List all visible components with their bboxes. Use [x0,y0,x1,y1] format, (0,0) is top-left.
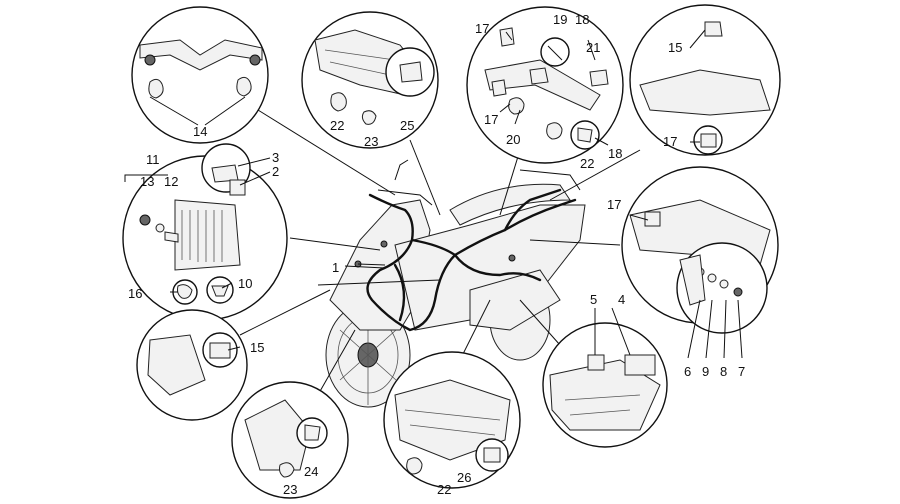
callout-22-mid: 22 [580,156,594,171]
callout-18-bottom: 18 [608,146,622,161]
callout-26: 26 [457,470,471,485]
callout-15-top: 15 [668,40,682,55]
callout-10: 10 [238,276,252,291]
leader-lines [239,109,641,401]
detail-bottom-left-clips [231,381,349,499]
detail-clips-group [466,6,624,164]
callout-7: 7 [738,364,745,379]
detail-bottom-center-clips [383,351,521,489]
callout-25: 25 [400,118,414,133]
detail-battery-box [542,322,668,448]
detail-regulator-assembly [122,143,288,321]
callout-9: 9 [702,364,709,379]
callout-20: 20 [506,132,520,147]
callout-17-b: 17 [484,112,498,127]
callout-14: 14 [193,124,207,139]
callout-17-c: 17 [663,134,677,149]
callout-16: 16 [128,286,142,301]
callout-3: 3 [272,150,279,165]
callout-2: 2 [272,164,279,179]
callout-19: 19 [553,12,567,27]
callout-24: 24 [304,464,318,479]
detail-rear-fastener [621,166,779,334]
callout-23-bottom: 23 [283,482,297,497]
callout-22-bottom: 22 [437,482,451,497]
callout-1: 1 [332,260,339,275]
callout-6: 6 [684,364,691,379]
callout-21: 21 [586,40,600,55]
callout-4: 4 [618,292,625,307]
callout-labels: 1 2 3 4 5 6 7 8 9 10 11 12 13 14 15 15 1… [128,12,745,497]
callout-12: 12 [164,174,178,189]
detail-steering-head [301,11,439,149]
callout-17-a: 17 [475,21,489,36]
detail-rear-clips [629,4,781,156]
main-wiring-harness [366,193,577,332]
callout-13: 13 [140,174,154,189]
detail-handlebar-clips [131,6,269,144]
callout-23-top: 23 [364,134,378,149]
detail-lower-left-connector [136,309,248,421]
callout-18-top: 18 [575,12,589,27]
callout-15-lower: 15 [250,340,264,355]
callout-5: 5 [590,292,597,307]
callout-22-top: 22 [330,118,344,133]
callout-11: 11 [146,152,160,167]
callout-8: 8 [720,364,727,379]
callout-leaders [170,29,743,359]
callout-17-d: 17 [607,197,621,212]
